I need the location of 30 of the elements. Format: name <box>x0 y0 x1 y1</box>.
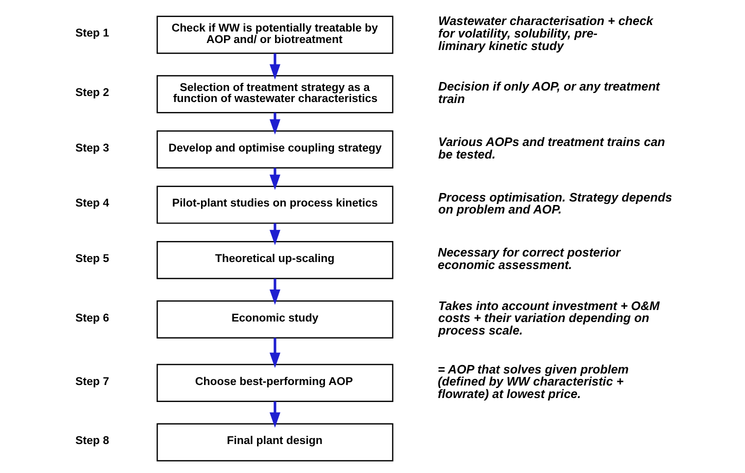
arrow <box>269 112 280 135</box>
arrow <box>269 168 280 190</box>
node-label: Wastewater characterisation + check for volatility, solubility, pre-liminary kinetic study <box>438 14 653 53</box>
node-box: Selection of treatment strategy as a function of wastewater characteristics <box>156 75 393 114</box>
arrow <box>269 223 280 246</box>
label: Step 7 <box>74 376 109 388</box>
node-label: Takes into account investment + O&M costs + their variation depending on process scale. <box>438 298 660 338</box>
label: Step 3 <box>74 142 109 154</box>
node-label: Necessary for correct posterior economic assessment. <box>437 246 620 272</box>
node-box: Choose best-performing AOP <box>156 364 393 402</box>
node-box: Pilot-plant studies on process kinetics <box>156 186 393 224</box>
arrow <box>269 401 280 428</box>
arrow <box>269 278 280 305</box>
node-label: Decision if only AOP, or any treatment train <box>438 80 660 106</box>
node-label: Various AOPs and treatment trains can be tested. <box>438 134 665 162</box>
node-box: Check if WW is potentially treatable by AOP and/ or biotreatment <box>156 16 393 54</box>
node-box: Economic study <box>156 300 393 338</box>
arrow <box>269 53 280 80</box>
node-box: Develop and optimise coupling strategy <box>156 130 393 169</box>
arrow <box>269 338 280 368</box>
node-label: Process optimisation. Strategy depends on problem and AOP. <box>438 190 672 217</box>
label: Step 5 <box>74 252 109 265</box>
label: Step 8 <box>74 435 109 448</box>
node-box: Theoretical up-scaling <box>156 241 393 280</box>
label: Step 4 <box>74 198 109 210</box>
node-box: Final plant design <box>156 423 393 462</box>
label: Step 6 <box>74 312 109 324</box>
label: Step 1 <box>74 28 109 40</box>
node-label: = AOP that solves given problem (defined by WW characteristic + flowrate) at lowest price. <box>437 362 628 401</box>
label: Step 2 <box>74 87 109 100</box>
